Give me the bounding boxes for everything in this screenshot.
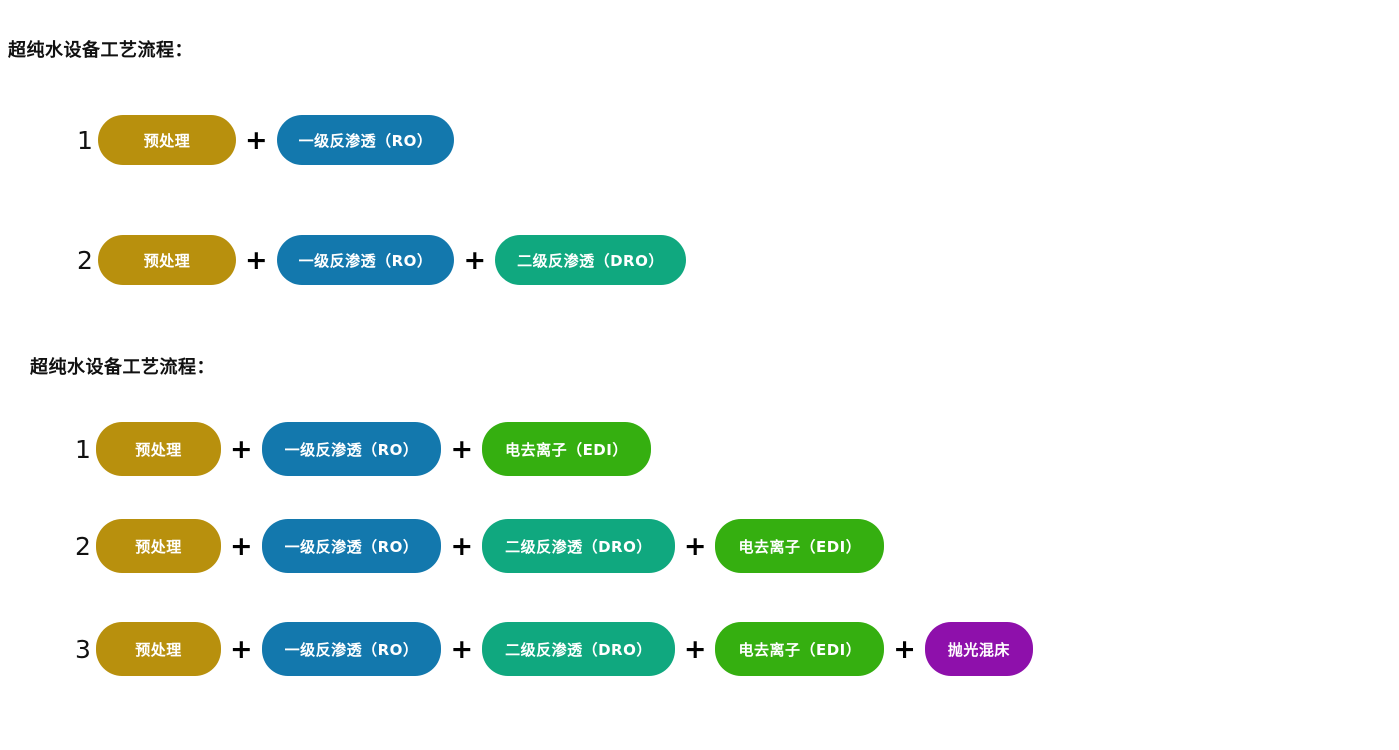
row-index: 1 — [77, 125, 93, 155]
stage-badge-ro[interactable]: 一级反渗透（RO） — [276, 115, 455, 165]
plus-separator-icon: + — [893, 633, 916, 665]
section-heading-basic: 超纯水设备工艺流程： — [8, 40, 193, 61]
plus-separator-icon: + — [683, 633, 707, 665]
plus-separator-icon: + — [683, 530, 707, 562]
section-heading-ultrapure: 超纯水设备工艺流程： — [30, 357, 215, 378]
stage-badge-edi[interactable]: 电去离子（EDI） — [715, 519, 885, 573]
stage-badge-pretreatment[interactable]: 预处理 — [98, 235, 236, 285]
stage-badge-pretreatment[interactable]: 预处理 — [96, 422, 221, 476]
stage-badge-mixed-bed[interactable]: 抛光混床 — [924, 622, 1033, 676]
plus-separator-icon: + — [463, 244, 487, 276]
stage-badge-pretreatment[interactable]: 预处理 — [98, 115, 236, 165]
flow-row: 2 预处理 + 一级反渗透（RO） + 二级反渗透（DRO） — [72, 235, 686, 285]
plus-separator-icon: + — [230, 633, 253, 665]
stage-badge-ro[interactable]: 一级反渗透（RO） — [261, 422, 442, 476]
flow-row: 3 预处理 + 一级反渗透（RO） + 二级反渗透（DRO） + 电去离子（ED… — [70, 622, 1033, 676]
stage-badge-dro[interactable]: 二级反渗透（DRO） — [482, 519, 675, 573]
row-index: 3 — [75, 634, 91, 664]
row-index: 2 — [77, 245, 93, 275]
row-index: 1 — [75, 434, 91, 464]
flow-row: 1 预处理 + 一级反渗透（RO） — [72, 115, 455, 165]
stage-badge-edi[interactable]: 电去离子（EDI） — [482, 422, 651, 476]
plus-separator-icon: + — [245, 124, 268, 156]
stage-badge-dro[interactable]: 二级反渗透（DRO） — [495, 235, 686, 285]
stage-badge-dro[interactable]: 二级反渗透（DRO） — [482, 622, 675, 676]
plus-separator-icon: + — [450, 633, 474, 665]
plus-separator-icon: + — [450, 433, 474, 465]
flow-row: 2 预处理 + 一级反渗透（RO） + 二级反渗透（DRO） + 电去离子（ED… — [70, 519, 885, 573]
stage-badge-ro[interactable]: 一级反渗透（RO） — [276, 235, 455, 285]
flow-row: 1 预处理 + 一级反渗透（RO） + 电去离子（EDI） — [70, 422, 651, 476]
plus-separator-icon: + — [230, 433, 253, 465]
row-index: 2 — [75, 531, 91, 561]
plus-separator-icon: + — [450, 530, 474, 562]
stage-badge-ro[interactable]: 一级反渗透（RO） — [261, 519, 442, 573]
stage-badge-edi[interactable]: 电去离子（EDI） — [715, 622, 885, 676]
stage-badge-pretreatment[interactable]: 预处理 — [96, 622, 221, 676]
plus-separator-icon: + — [230, 530, 253, 562]
stage-badge-pretreatment[interactable]: 预处理 — [96, 519, 221, 573]
stage-badge-ro[interactable]: 一级反渗透（RO） — [261, 622, 442, 676]
plus-separator-icon: + — [245, 244, 268, 276]
